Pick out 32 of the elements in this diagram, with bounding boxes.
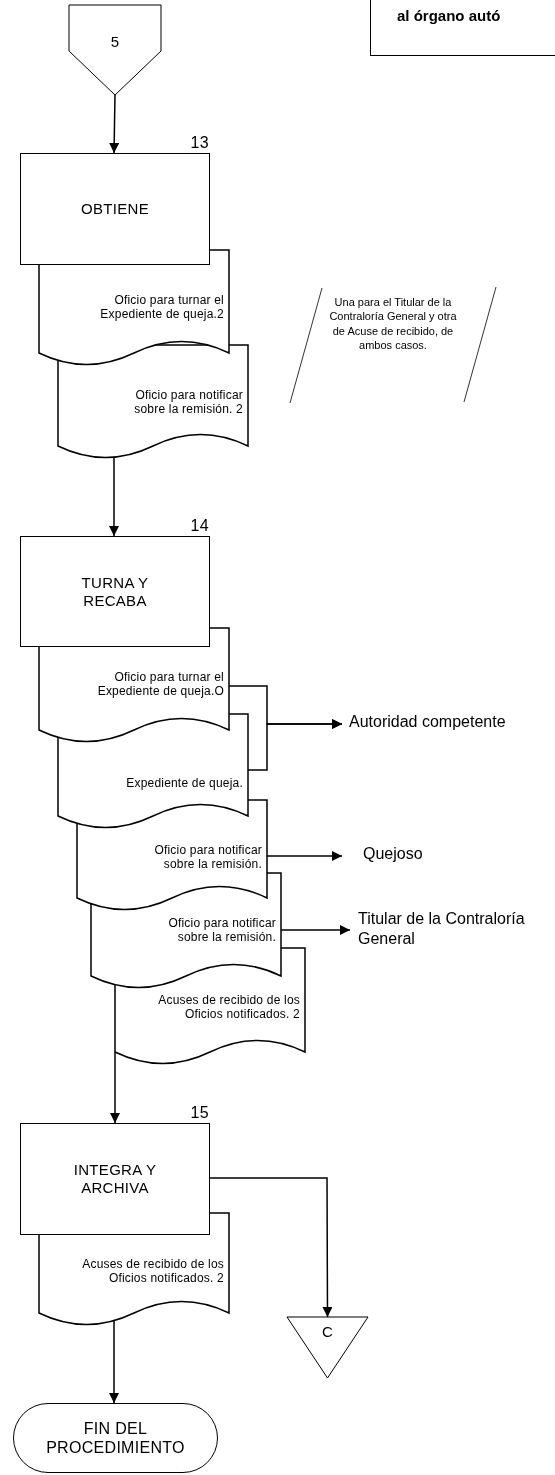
note-box — [370, 0, 555, 56]
document-label: Expediente de queja. — [125, 776, 243, 791]
arrow — [109, 456, 119, 537]
document-shape — [58, 345, 248, 458]
document-label: Acuses de recibido de los Oficios notificados. 2 — [157, 993, 300, 1022]
recipient-label: Titular de la Contraloría General — [358, 909, 526, 949]
connector-triangle — [287, 1317, 368, 1378]
arrow — [209, 1177, 333, 1318]
terminator-label: FIN DEL PROCEDIMIENTO — [45, 1418, 186, 1458]
off-page-connector — [69, 5, 161, 95]
arrow — [110, 1051, 120, 1124]
step-number: 13 — [190, 132, 209, 152]
document-label: Oficio para notificar sobre la remisión. — [153, 843, 262, 872]
process-label: INTEGRA Y ARCHIVA — [72, 1161, 158, 1197]
annotation-text: Una para el Titular de la Contraloría General y otra de Acuse de recibido, de ambos casos. — [328, 295, 458, 353]
arrow — [109, 94, 120, 154]
recipient-label: Autoridad competente — [349, 712, 507, 732]
connector-label: C — [321, 1323, 334, 1341]
document-label: Oficio para turnar el Expediente de queja.O — [96, 670, 224, 699]
document-label: Oficio para notificar sobre la remisión. 2 — [133, 388, 243, 417]
process-label: OBTIENE — [80, 200, 150, 218]
arrow — [109, 1320, 119, 1404]
note-text: al órgano autó — [397, 7, 501, 25]
document-label: Acuses de recibido de los Oficios notificados. 2 — [81, 1257, 224, 1286]
recipient-label: Quejoso — [363, 844, 424, 864]
step-number: 14 — [190, 515, 209, 535]
connector-label: 5 — [109, 33, 121, 51]
document-label: Oficio para notificar sobre la remisión. — [167, 916, 276, 945]
document-label: Oficio para turnar el Expediente de queja.2 — [99, 293, 224, 322]
annotation-shape — [290, 287, 496, 403]
process-label: TURNA Y RECABA — [80, 573, 150, 610]
step-number: 15 — [190, 1102, 209, 1122]
